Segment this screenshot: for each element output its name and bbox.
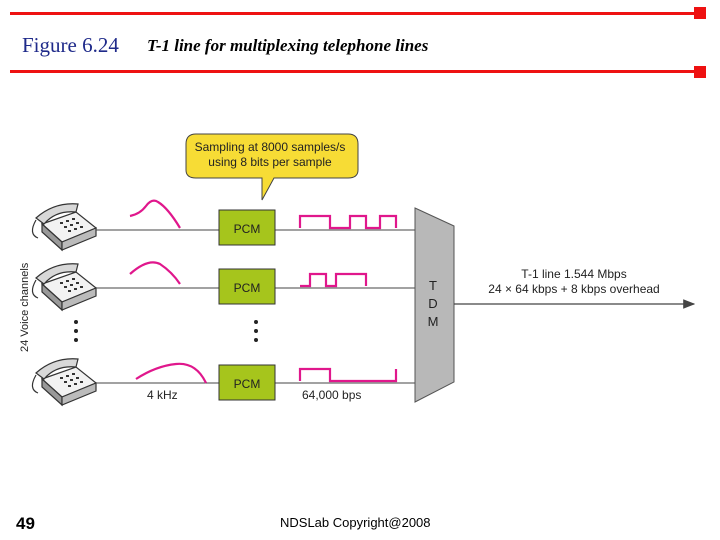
- telephone-icon: [31, 263, 97, 311]
- svg-text:D: D: [428, 296, 437, 311]
- digital-signal-1: [298, 214, 398, 230]
- pcm-box: PCM: [218, 364, 276, 401]
- sampling-callout: Sampling at 8000 samples/s using 8 bits …: [185, 133, 359, 201]
- slide-number: 49: [16, 514, 35, 533]
- t1-rate-label: T-1 line 1.544 Mbps: [521, 267, 626, 281]
- svg-text:using 8 bits per sample: using 8 bits per sample: [208, 155, 332, 169]
- digital-signal-3: [298, 367, 398, 383]
- digital-rate-label: 64,000 bps: [302, 388, 361, 402]
- svg-text:T: T: [429, 278, 437, 293]
- svg-text:M: M: [428, 314, 439, 329]
- ellipsis-dots-pcm: [254, 320, 258, 342]
- analog-signal-3: [135, 362, 207, 384]
- digital-signal-2: [300, 272, 368, 288]
- pcm-box: PCM: [218, 268, 276, 305]
- analog-signal-1: [129, 199, 181, 229]
- svg-text:PCM: PCM: [234, 281, 261, 295]
- top-rule: [10, 12, 700, 15]
- tdm-multiplexer: T D M: [414, 207, 455, 403]
- telephone-icon: [31, 203, 97, 251]
- svg-text:Sampling at 8000 samples/s: Sampling at 8000 samples/s: [195, 140, 346, 154]
- copyright-text: NDSLab Copyright@2008: [280, 515, 431, 530]
- bottom-rule-end-square: [694, 66, 706, 78]
- analog-bandwidth-label: 4 kHz: [147, 388, 178, 402]
- figure-label: Figure 6.24: [22, 33, 119, 57]
- pcm-box: PCM: [218, 209, 276, 246]
- voice-channels-label: 24 Voice channels: [19, 262, 31, 352]
- bottom-rule: [10, 70, 700, 73]
- svg-text:PCM: PCM: [234, 377, 261, 391]
- top-rule-end-square: [694, 7, 706, 19]
- telephone-icon: [31, 358, 97, 406]
- ellipsis-dots-phones: [74, 320, 78, 342]
- svg-text:PCM: PCM: [234, 222, 261, 236]
- figure-caption: T-1 line for multiplexing telephone line…: [147, 36, 429, 55]
- t1-composition-label: 24 × 64 kbps + 8 kbps overhead: [488, 282, 659, 296]
- analog-signal-2: [129, 261, 181, 285]
